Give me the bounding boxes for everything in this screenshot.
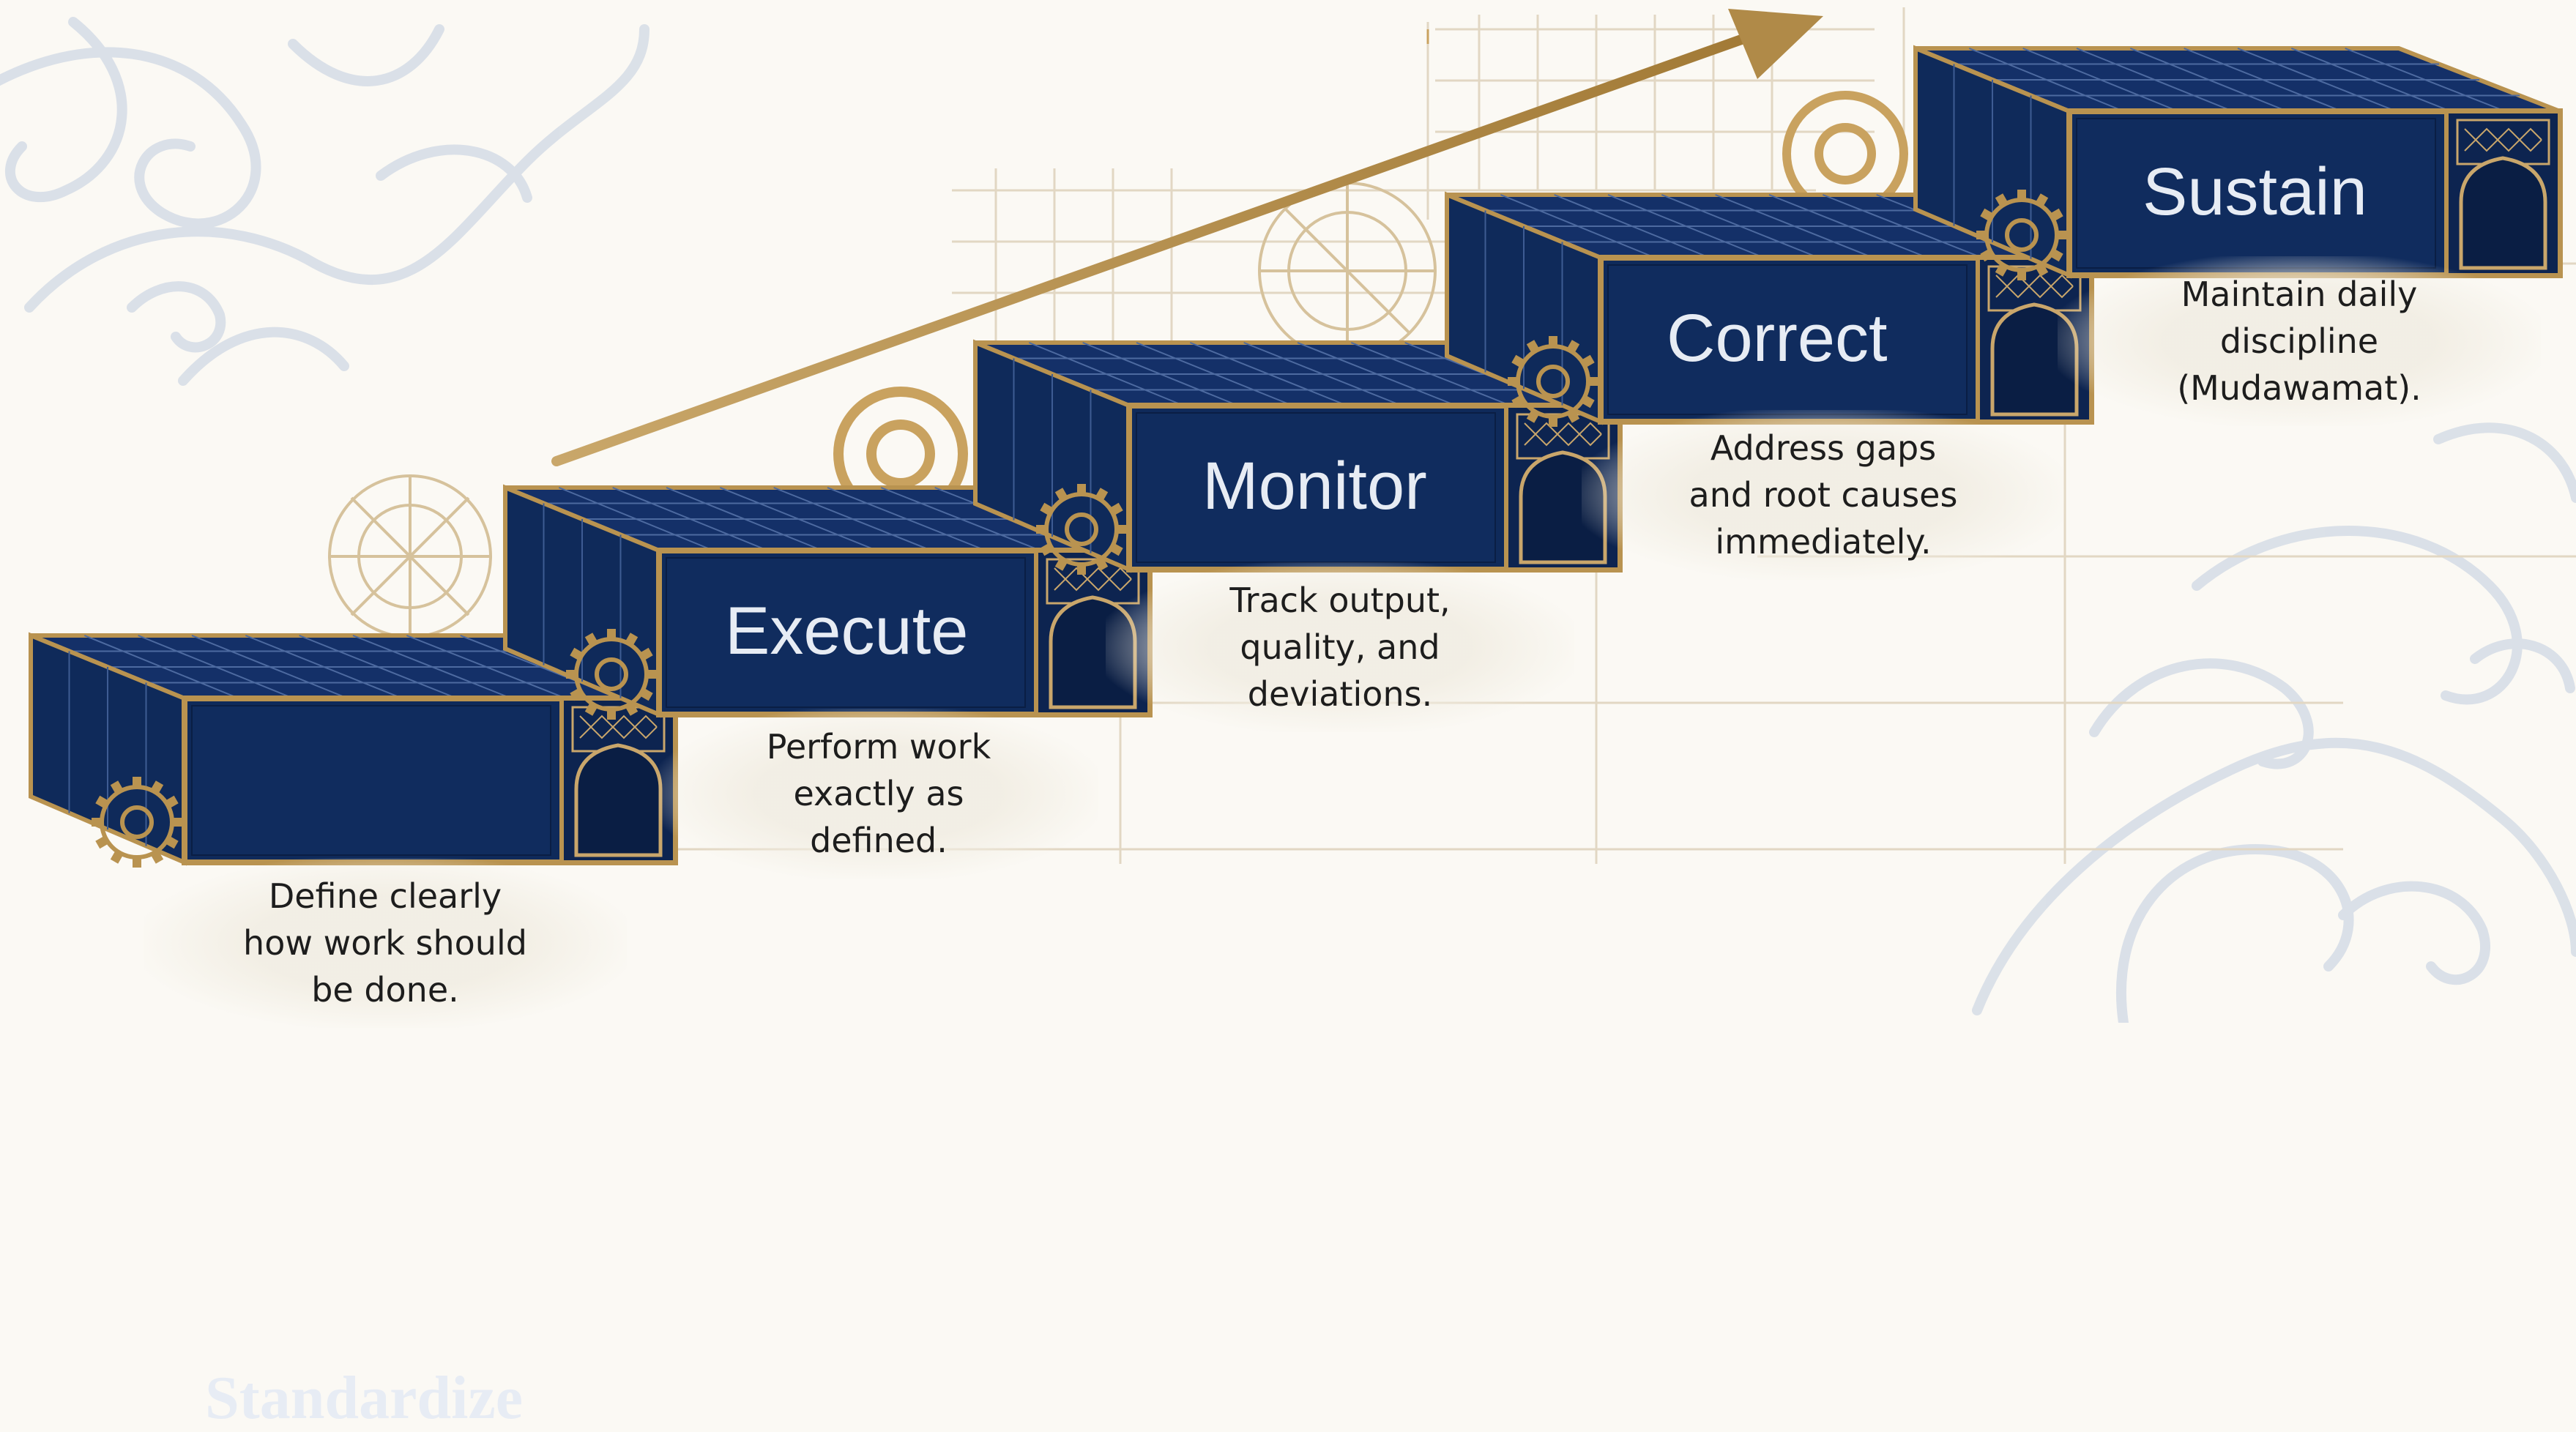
description-line: be done. <box>311 970 459 1010</box>
compass-icon <box>328 474 492 638</box>
description-line: defined. <box>810 821 948 860</box>
description-line: (Mudawamat). <box>2177 368 2421 408</box>
description-line: and root causes <box>1689 475 1958 515</box>
step-label-sustain: Sustain <box>2143 154 2367 229</box>
compass-icon <box>1258 182 1437 360</box>
step-label-correct: Correct <box>1667 301 1888 376</box>
description-line: discipline <box>2219 321 2379 361</box>
gear-icon <box>566 629 657 720</box>
block-graphic <box>503 484 1153 720</box>
description-line: quality, and <box>1240 627 1440 667</box>
step-label-monitor: Monitor <box>1202 449 1427 523</box>
block-graphic <box>1913 45 2563 280</box>
growth-arrow-icon <box>551 9 1823 466</box>
gear-icon <box>1508 336 1598 427</box>
step-description-execute: Perform work exactly as defined. <box>659 709 1098 879</box>
floral-ornament-icon <box>0 17 649 386</box>
arch-window-icon <box>2456 119 2550 270</box>
step-description-standardize: Define clearly how work should be done. <box>144 858 627 1028</box>
description-line: Address gaps <box>1710 428 1937 468</box>
step-description-sustain: Maintain daily discipline (Mudawamat). <box>2058 256 2541 426</box>
floral-ornament-icon <box>1972 422 2576 1023</box>
description-line: exactly as <box>793 774 964 813</box>
gear-icon <box>1036 484 1127 575</box>
step-description-correct: Address gaps and root causes immediately. <box>1582 410 2065 580</box>
description-line: deviations. <box>1247 674 1433 714</box>
step-description-monitor: Track output, quality, and deviations. <box>1106 562 1574 732</box>
gear-icon <box>92 777 182 868</box>
gear-icon <box>1976 190 2067 280</box>
description-line: how work should <box>243 923 527 963</box>
step-label-standardize: Standardize <box>205 1364 524 1432</box>
staircase-diagram: Standardize Define clearly how work shoul… <box>0 7 2576 1429</box>
description-line: Define clearly <box>268 876 502 916</box>
step-label-execute: Execute <box>725 594 969 668</box>
description-line: Track output, <box>1229 581 1451 620</box>
description-line: Maintain daily <box>2181 275 2418 314</box>
description-line: immediately. <box>1715 522 1932 562</box>
description-line: Perform work <box>766 727 991 767</box>
